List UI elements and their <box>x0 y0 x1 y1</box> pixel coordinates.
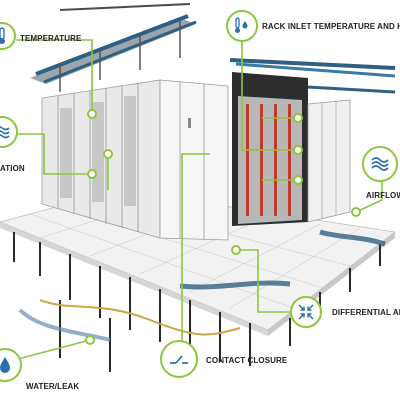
left-cabinet-row <box>41 79 229 241</box>
thermometer-drops-icon <box>235 17 248 33</box>
label-airflow: AIRFLOW <box>366 191 400 200</box>
overhead-cable-trays <box>30 3 396 94</box>
label-ventilation: ATION <box>0 164 25 173</box>
ventilation-badge <box>0 116 18 148</box>
label-rack-inlet: RACK INLET TEMPERATURE AND HUMIDITY <box>262 22 400 31</box>
airflow-waves-icon <box>371 157 389 171</box>
contact-closure-badge <box>160 340 198 378</box>
differential-air-badge <box>290 296 322 328</box>
airflow-badge <box>362 146 398 182</box>
thermometer-icon <box>0 27 5 44</box>
temperature-badge <box>0 22 16 50</box>
label-differential-air: DIFFERENTIAL AIR PRESSURE <box>332 308 400 317</box>
waves-icon <box>0 126 10 139</box>
label-contact-closure: CONTACT CLOSURE <box>206 356 288 365</box>
water-drop-icon <box>0 357 10 373</box>
switch-icon <box>170 355 188 364</box>
rack-inlet-badge <box>226 10 258 42</box>
sensor-points <box>85 109 361 345</box>
right-cabinet-pod <box>232 72 351 226</box>
label-water-leak: WATER/LEAK <box>26 382 80 391</box>
label-temperature: TEMPERATURE <box>20 34 82 43</box>
compress-arrows-icon <box>298 304 314 320</box>
